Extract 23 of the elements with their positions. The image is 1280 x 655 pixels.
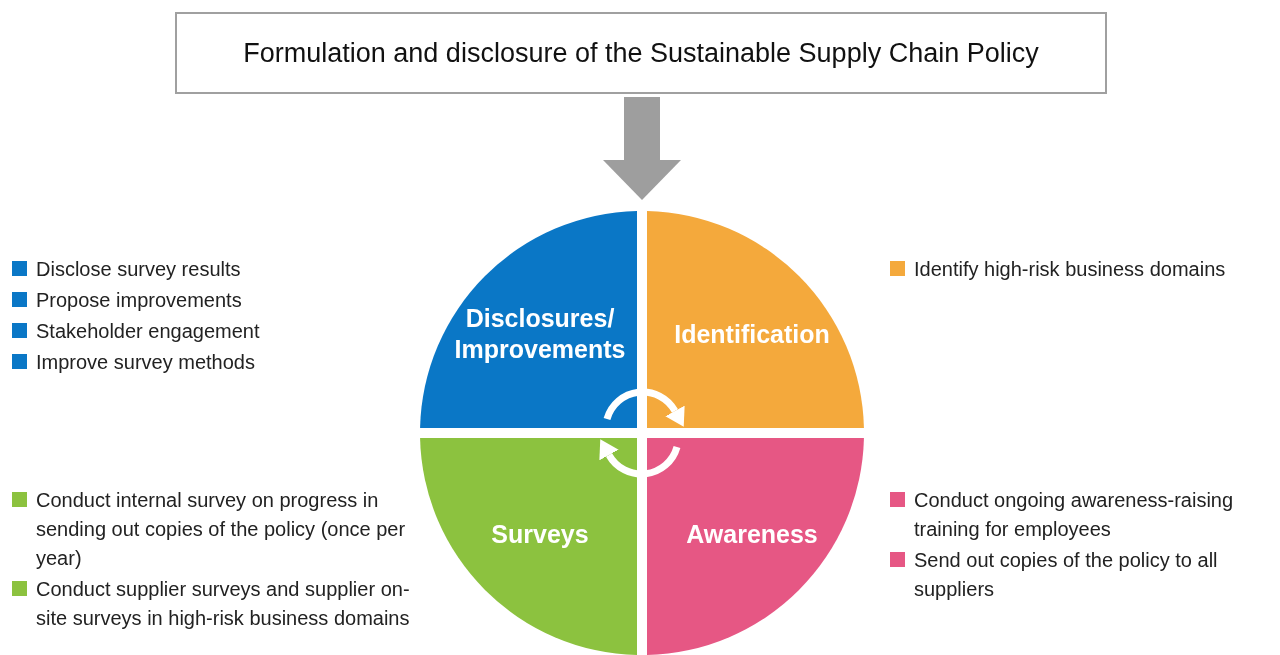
bullet-item: Improve survey methods <box>12 348 412 377</box>
block-arrow <box>603 97 681 200</box>
bullet-item: Disclose survey results <box>12 255 412 284</box>
quadrant-segment <box>420 211 637 428</box>
bullet-item: Propose improvements <box>12 286 412 315</box>
quadrant-segment <box>420 438 637 655</box>
segment-label: Surveys <box>490 519 590 550</box>
cycle-arrow <box>599 439 681 478</box>
segment-label: Identification <box>673 319 831 350</box>
bullet-item: Identify high-risk business domains <box>890 255 1270 284</box>
bullet-item: Conduct ongoing awareness-raising training for employees <box>890 486 1270 544</box>
segment-label: Awareness <box>685 519 819 550</box>
quadrant-segment <box>647 211 864 428</box>
title-box <box>175 12 1107 94</box>
segment-label: Disclosures/ Improvements <box>453 303 627 366</box>
quadrant-segment <box>647 438 864 655</box>
bullet-item: Stakeholder engagement <box>12 317 412 346</box>
bullet-item: Conduct supplier surveys and supplier on-site surveys in high-risk business domains <box>12 575 412 633</box>
cycle-arrow <box>603 388 685 427</box>
bullet-item: Send out copies of the policy to all suppliers <box>890 546 1270 604</box>
cycle-circle <box>420 211 864 655</box>
title-text: Formulation and disclosure of the Sustainable Supply Chain Policy <box>243 37 1039 69</box>
bullet-item: Conduct internal survey on progress in sending out copies of the policy (once per year) <box>12 486 412 573</box>
